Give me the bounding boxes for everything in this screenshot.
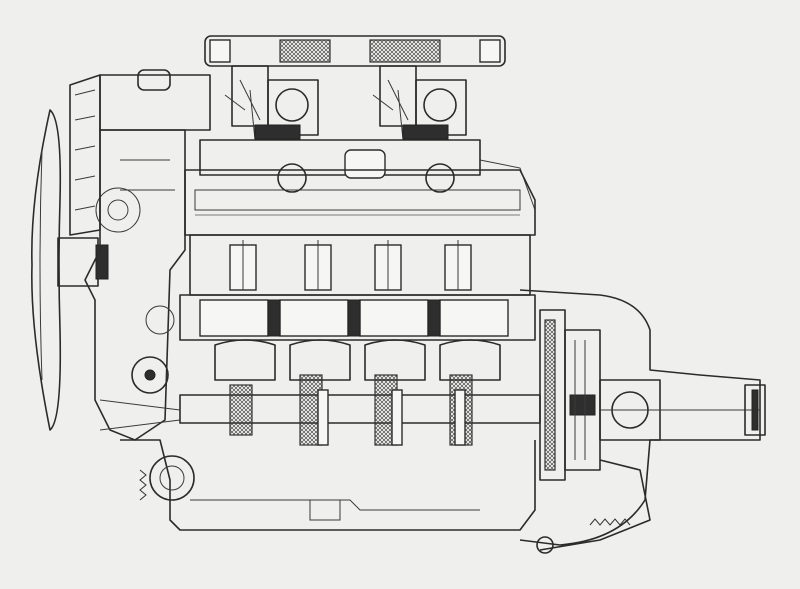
timing-cover (84, 129, 186, 441)
intake-manifold (199, 139, 536, 211)
carburetor-front (224, 65, 319, 141)
camshaft (189, 234, 531, 296)
pistons (214, 339, 501, 381)
oil-sump (120, 439, 536, 531)
air-filter (204, 35, 506, 67)
crankshaft (99, 374, 541, 446)
clutch (564, 329, 601, 471)
gearbox (599, 379, 760, 441)
bellhousing (519, 289, 761, 546)
clutch-linkage (536, 459, 651, 554)
oil-pump (139, 455, 195, 501)
water-pump (69, 69, 211, 236)
flywheel (539, 309, 566, 481)
carburetor-rear (372, 65, 467, 141)
output-flange (744, 384, 766, 436)
cylinder-head (184, 169, 536, 236)
cylinder-block (179, 294, 536, 341)
